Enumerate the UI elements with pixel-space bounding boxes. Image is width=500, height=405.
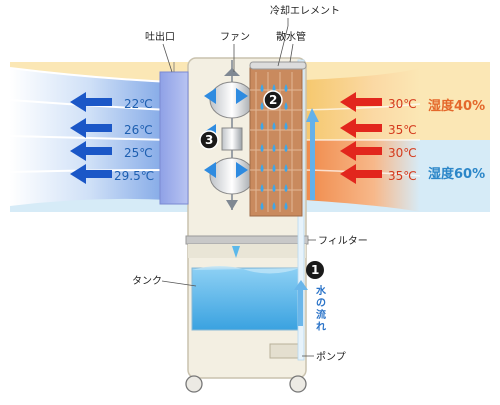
outlet-temp-2: 26℃	[124, 123, 153, 137]
wheel-left	[185, 375, 203, 393]
outlet-temp-4: 29.5℃	[114, 169, 154, 183]
outflow-arrows	[70, 92, 112, 184]
inlet-temp-3: 30℃	[388, 146, 417, 160]
water-flow-label-3: 流	[316, 308, 326, 321]
humidity-upper-label: 湿度40%	[428, 98, 485, 114]
outlet-temp-1: 22℃	[124, 97, 153, 111]
inlet-temp-1: 30℃	[388, 97, 417, 111]
step-badge-3: 3	[199, 130, 219, 150]
water-drops	[260, 84, 288, 210]
tank-label: タンク	[132, 275, 162, 287]
fan-label: ファン	[220, 32, 250, 43]
water-tank	[191, 267, 301, 331]
outlet-temp-3: 25℃	[124, 146, 153, 160]
cooling-element-label: 冷却エレメント	[270, 4, 340, 17]
outlet-label: 吐出口	[145, 30, 175, 43]
water-up-arrow	[310, 120, 315, 200]
step-badge-2: 2	[263, 90, 283, 110]
humidity-lower-label: 湿度60%	[428, 166, 485, 182]
water-flow-label-2: の	[316, 298, 326, 309]
drain-pipe-label: 散水管	[276, 30, 306, 43]
filter-label: フィルター	[318, 235, 368, 247]
water-flow-label-1: 水	[315, 284, 327, 297]
step-badge-1: 1	[306, 261, 324, 279]
inlet-temp-2: 35℃	[388, 123, 417, 137]
wheel-right	[289, 375, 307, 393]
inlet-temp-4: 35℃	[388, 169, 417, 183]
water-flow-label-4: れ	[316, 321, 326, 333]
svg-text:1: 1	[311, 263, 319, 277]
inflow-arrows	[340, 92, 382, 184]
svg-text:3: 3	[205, 133, 213, 147]
filter-plate	[185, 235, 309, 245]
svg-text:2: 2	[269, 93, 277, 107]
pump-label: ポンプ	[316, 351, 346, 363]
pump-unit	[269, 343, 303, 359]
outlet-grille	[159, 71, 189, 205]
